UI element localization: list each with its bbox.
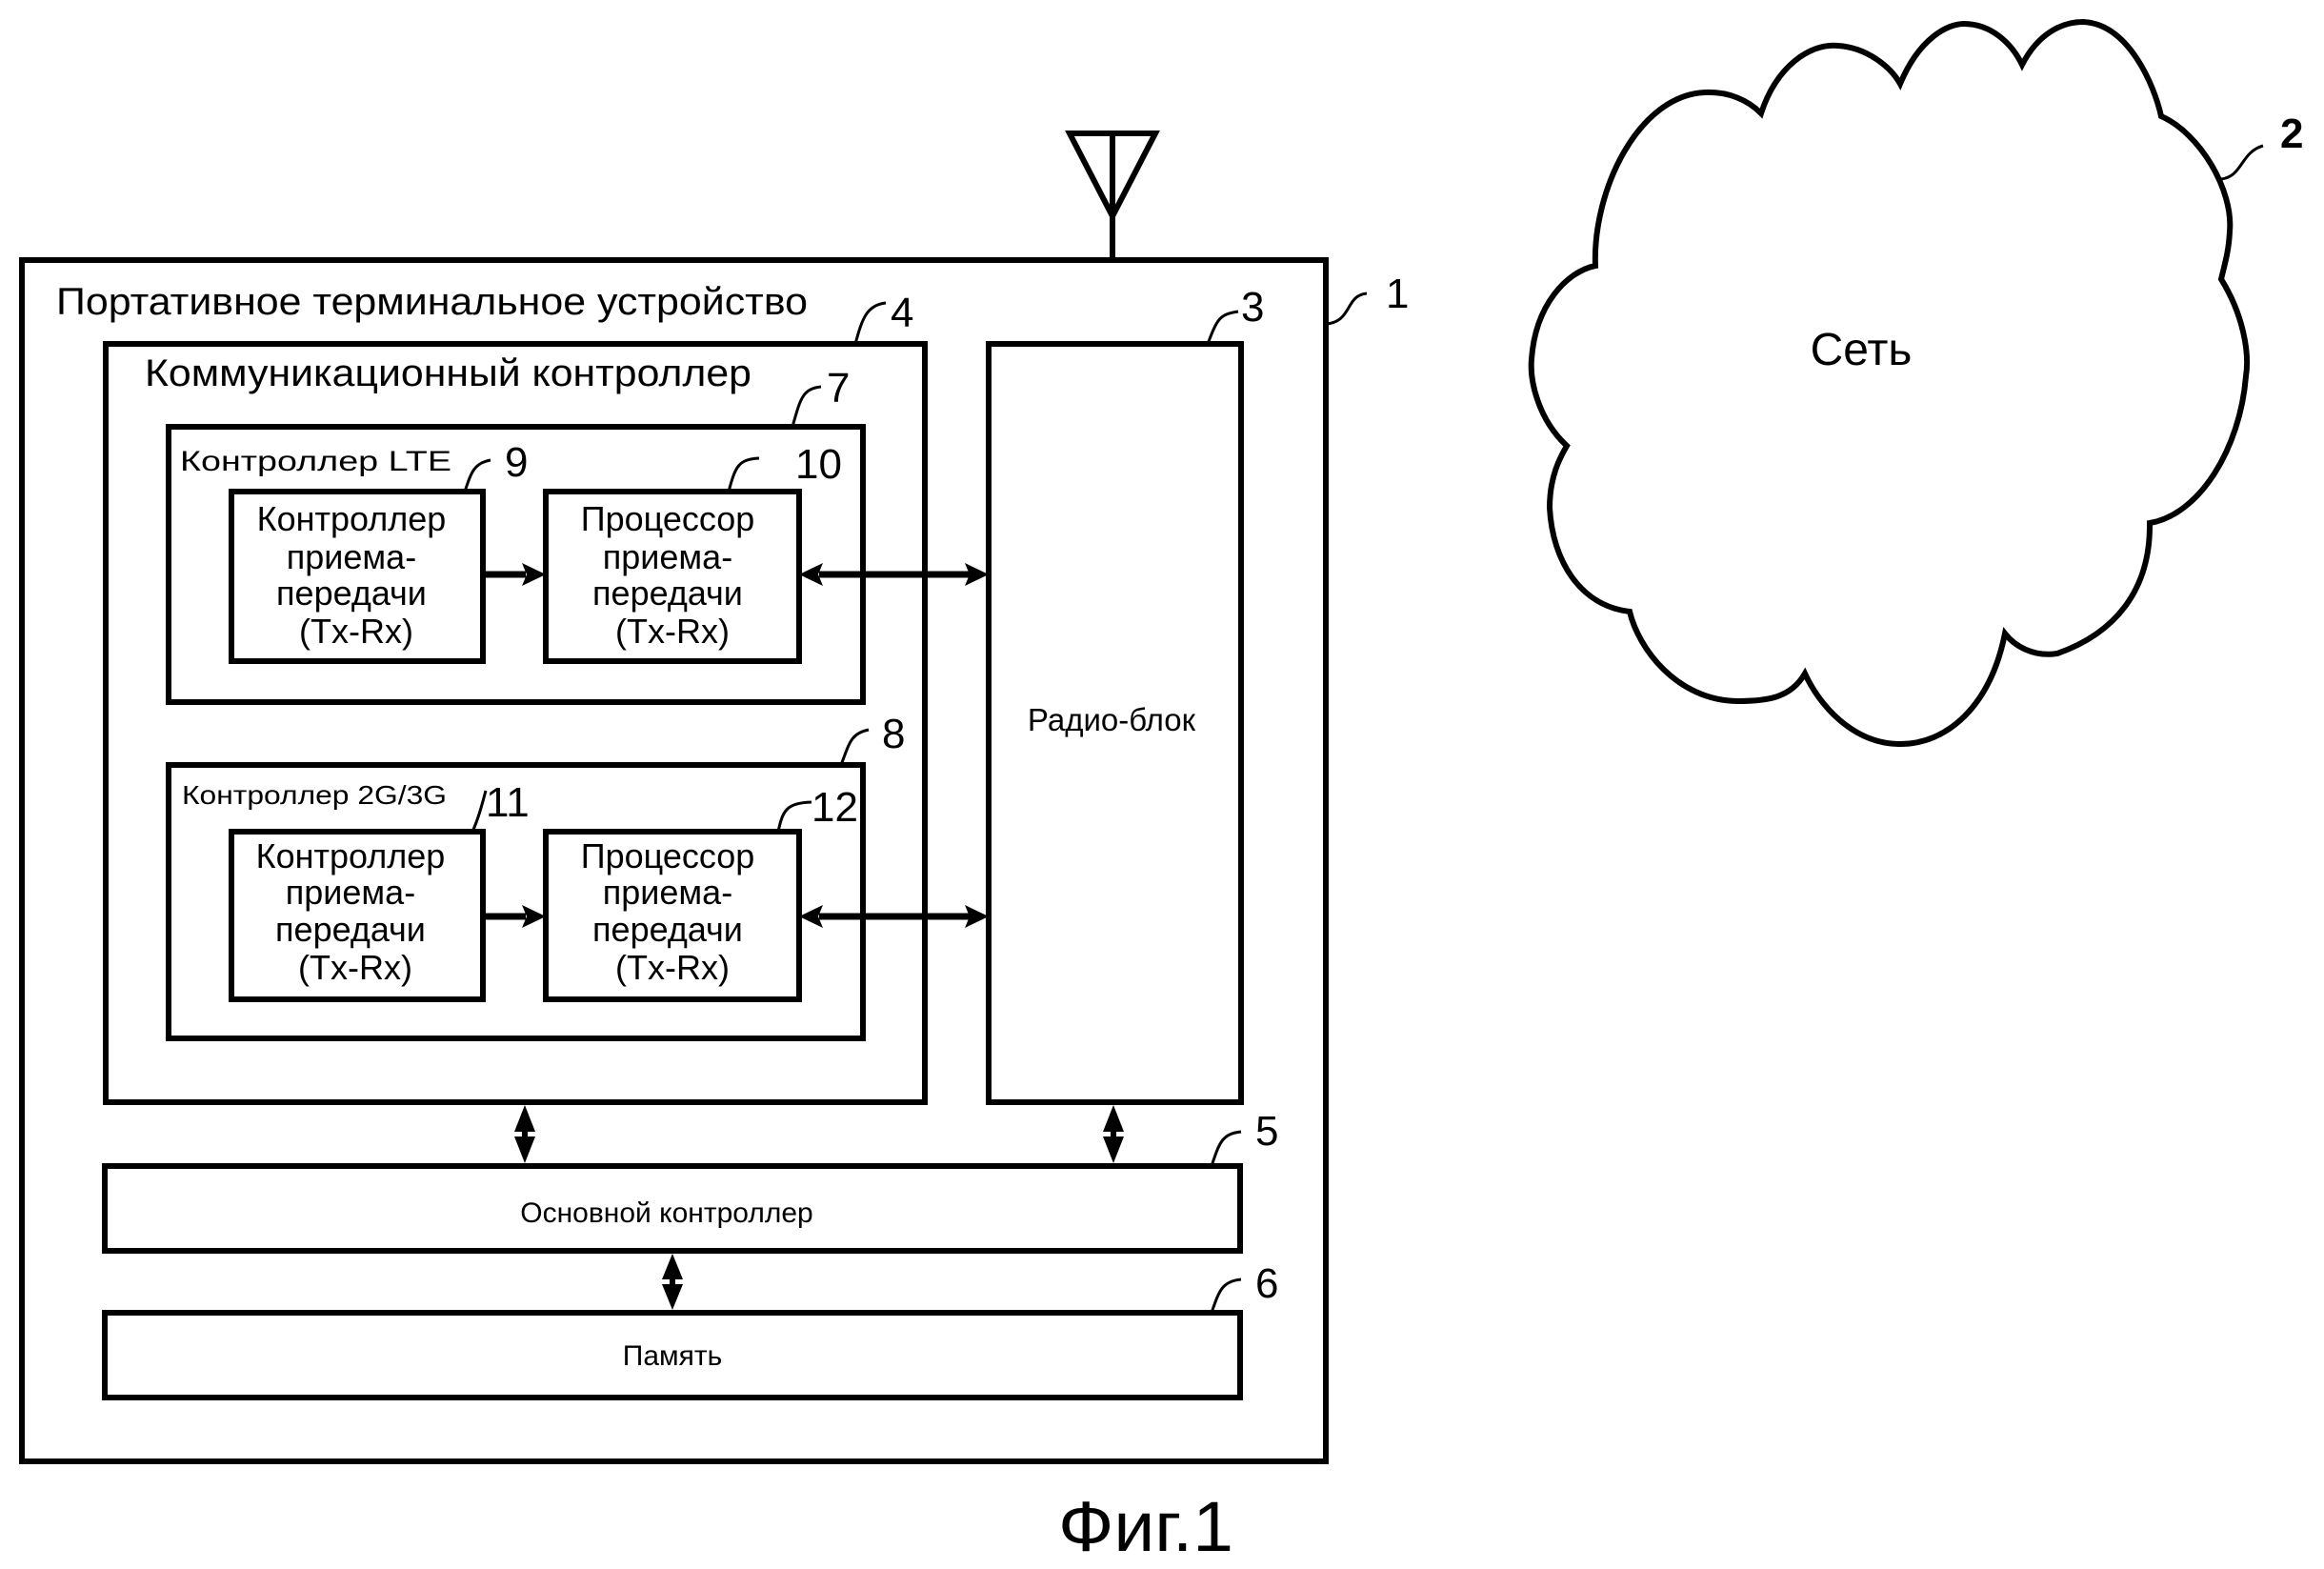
ref-number-10: 10: [795, 441, 842, 488]
ref-number-9: 9: [505, 439, 528, 486]
leader-line-9: [463, 458, 491, 493]
memory-box: [102, 1310, 1243, 1400]
lte-controller-title: Контроллер LTE: [180, 446, 451, 477]
arrow-joint: [670, 1277, 675, 1286]
lte-txrx-controller-box: [229, 489, 486, 664]
2g3g-controller: Контроллер 2G/3G 8 Контроллер приема- пе…: [166, 711, 989, 1041]
network-label: Сеть: [1811, 325, 1913, 375]
ref-number-6: 6: [1255, 1260, 1278, 1307]
radio-unit-box: [986, 341, 1244, 1105]
arrow-joint: [522, 1130, 528, 1138]
lte-txrx-processor-text: Процессор приема- передачи (Tx-Rx): [581, 499, 765, 651]
lte-controller: Контроллер LTE 7 Контроллер приема- пере…: [166, 365, 989, 705]
leader-line-device: [1325, 292, 1368, 326]
comm-controller-title: Коммуникационный контроллер: [145, 352, 751, 394]
2g3g-txrx-controller-box: [229, 829, 486, 1002]
radio-unit-label: Радио-блок: [1028, 702, 1196, 737]
leader-line-12: [776, 800, 812, 833]
arrowhead-down: [1103, 1137, 1124, 1163]
leader-line-lte-controller: [791, 385, 822, 428]
arrowhead-left: [799, 563, 823, 586]
main-controller: Основной контроллер 5: [102, 1108, 1278, 1254]
arrowhead-right: [522, 905, 546, 928]
arrowhead-right: [965, 905, 989, 928]
2g3g-txrx-processor-text: Процессор приема- передачи (Tx-Rx): [581, 836, 765, 987]
device-title: Портативное терминальное устройство: [56, 281, 808, 323]
arrow-joint: [1111, 1130, 1116, 1138]
double-arrow-comm-main: [514, 1105, 535, 1163]
arrowhead-left: [799, 905, 823, 928]
cloud-icon: [1528, 18, 2251, 748]
leader-line-11: [471, 790, 488, 833]
lte-txrx-processor-box: [543, 489, 802, 664]
ref-number-4: 4: [891, 290, 913, 336]
ref-number-8: 8: [882, 711, 905, 757]
ref-number-5: 5: [1255, 1108, 1278, 1155]
leader-line-memory: [1210, 1277, 1242, 1314]
radio-unit: Радио-блок 3: [986, 284, 1264, 1105]
ref-number-3: 3: [1241, 284, 1264, 331]
figure-caption: Фиг.1: [1058, 1487, 1233, 1566]
leader-line-comm-controller: [853, 301, 887, 345]
2g3g-txrx-processor-box: [543, 829, 802, 1002]
double-arrow-radio-main: [1103, 1105, 1124, 1163]
ref-number-2: 2: [2280, 111, 2303, 157]
memory: Память 6: [102, 1260, 1278, 1400]
main-controller-label: Основной контроллер: [520, 1197, 812, 1229]
ref-number-11: 11: [486, 779, 530, 826]
arrowhead-right: [965, 563, 989, 586]
ref-number-7: 7: [827, 365, 850, 412]
leader-line-2g3g-controller: [839, 728, 870, 766]
ref-number-12: 12: [811, 784, 858, 831]
network-cloud: Сеть 2: [1528, 18, 2303, 748]
leader-line-10: [727, 456, 760, 493]
ref-number-1: 1: [1386, 271, 1409, 317]
arrowhead-down: [514, 1137, 535, 1163]
arrowhead-down: [662, 1284, 683, 1310]
lte-txrx-controller-text: Контроллер приема- передачи (Tx-Rx): [257, 499, 456, 651]
2g3g-txrx-controller-text: Контроллер приема- передачи (Tx-Rx): [256, 836, 455, 987]
memory-label: Память: [623, 1340, 723, 1372]
double-arrow-main-memory: [662, 1254, 683, 1310]
leader-line-main-controller: [1210, 1130, 1242, 1167]
arrowhead-up: [514, 1105, 535, 1132]
arrowhead-up: [1103, 1105, 1124, 1132]
arrowhead-up: [662, 1254, 683, 1279]
2g3g-controller-title: Контроллер 2G/3G: [182, 780, 447, 810]
main-controller-box: [102, 1163, 1243, 1254]
leader-line-radio: [1206, 310, 1239, 345]
arrowhead-right: [522, 563, 546, 586]
leader-line-network: [2220, 144, 2264, 181]
